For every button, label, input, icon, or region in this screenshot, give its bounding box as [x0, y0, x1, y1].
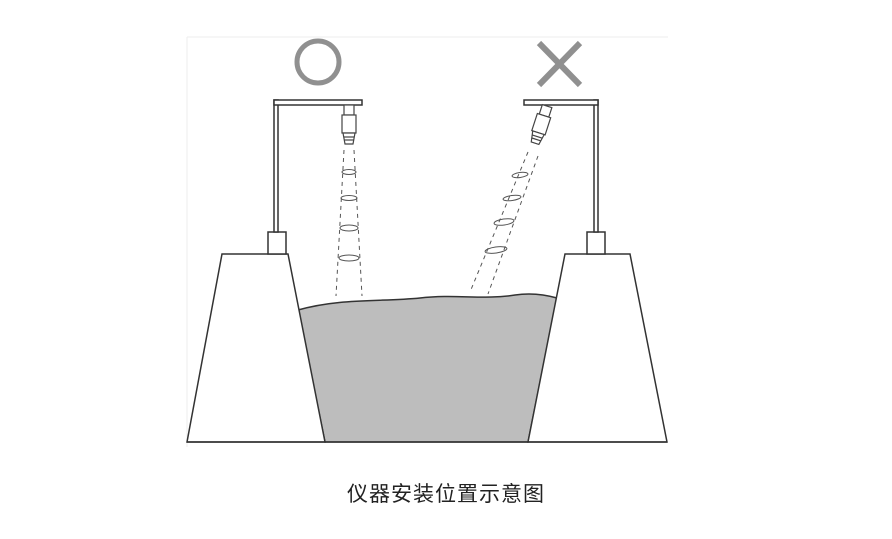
- right-mount-base: [586, 231, 606, 255]
- circle-icon: [294, 38, 342, 86]
- diagram-caption: 仪器安装位置示意图: [347, 482, 545, 506]
- right-mount: [523, 99, 606, 255]
- left-mount-pole: [273, 99, 279, 233]
- right-mount-arm: [523, 99, 599, 106]
- right-mount-pole: [593, 99, 599, 233]
- left-sensor: [341, 104, 357, 145]
- left-mount-base: [267, 231, 287, 255]
- right-embankment: [527, 253, 668, 443]
- liquid-body: [297, 293, 558, 443]
- right-sensor: [530, 103, 553, 146]
- left-mount-arm: [273, 99, 363, 106]
- frame-border: [186, 36, 668, 447]
- right-beam: [469, 151, 539, 295]
- cross-icon: [536, 40, 583, 88]
- left-embankment: [186, 253, 326, 443]
- left-beam: [335, 149, 363, 297]
- left-mount: [267, 99, 363, 255]
